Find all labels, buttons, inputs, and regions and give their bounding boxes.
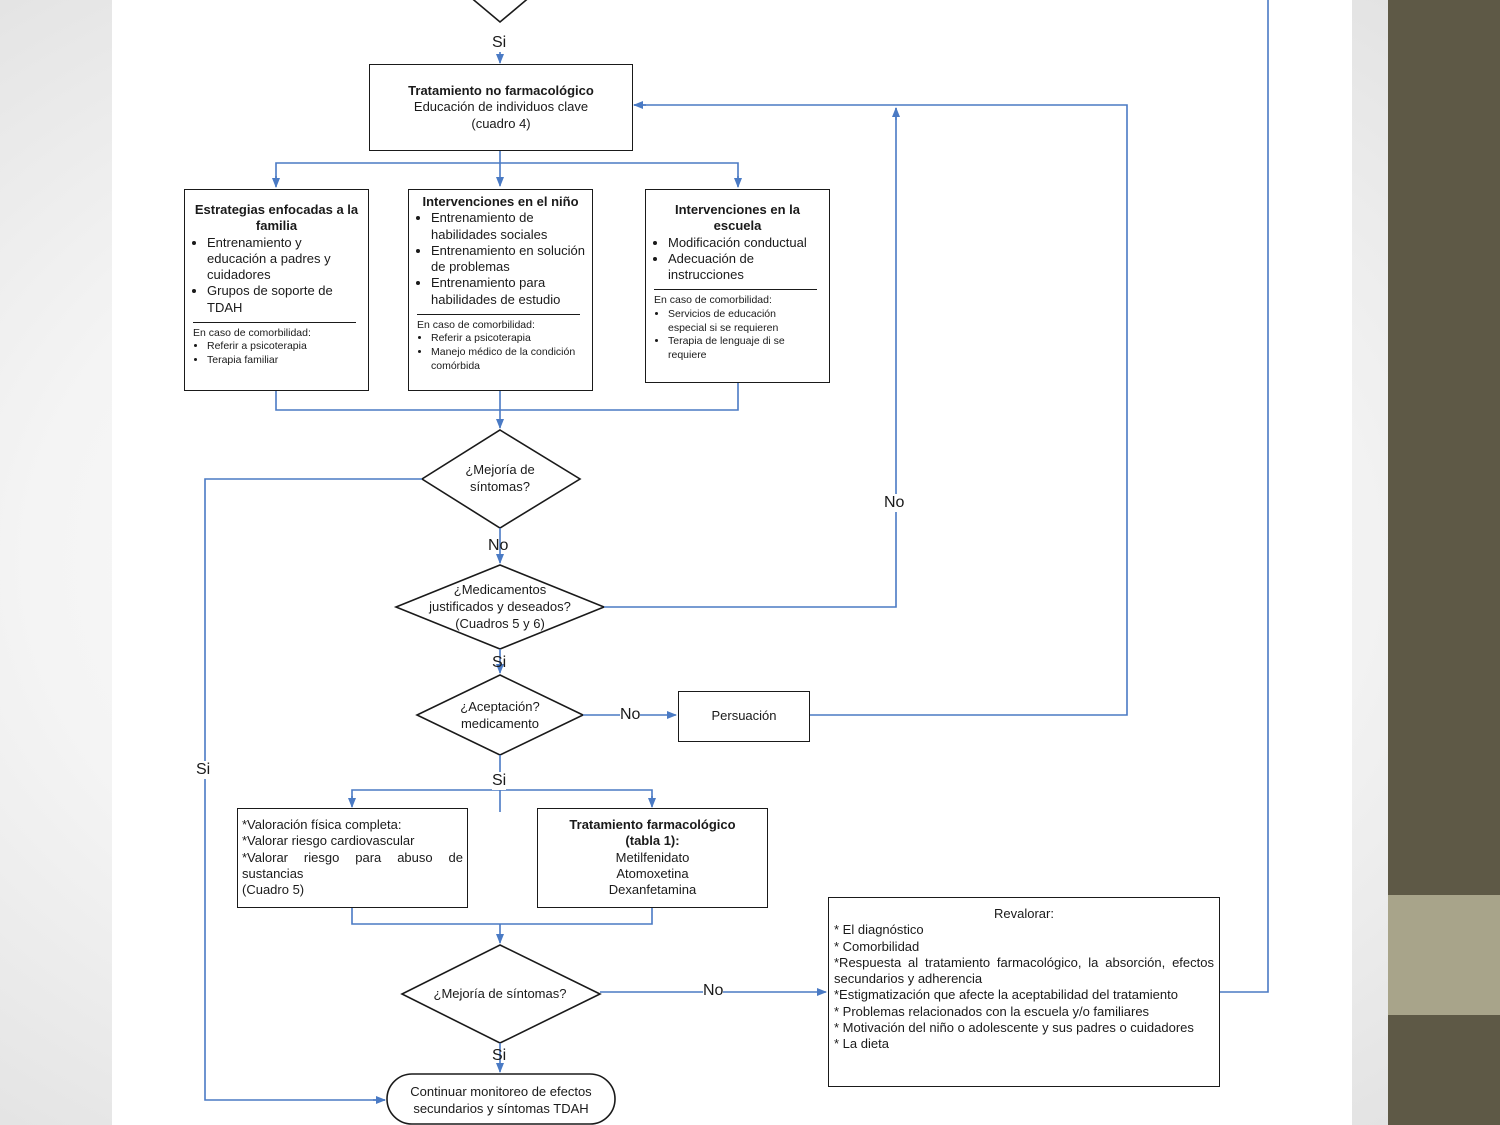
reevaluate-item: *Respuesta al tratamiento farmacológico,… xyxy=(834,954,1214,986)
child-comorbidity-heading: En caso de comorbilidad: xyxy=(417,318,535,331)
nonpharm-title: Tratamiento no farmacológico xyxy=(408,83,594,98)
decision-improvement-2-label: ¿Mejoría de síntomas? xyxy=(433,986,567,1001)
pharm-title2: (tabla 1): xyxy=(625,833,680,849)
reevaluate-item: * Problemas relacionados con la escuela … xyxy=(834,1003,1150,1019)
family-title: Estrategias enfocadas a la familia xyxy=(194,202,359,234)
family-item: Grupos de soporte de TDAH xyxy=(207,283,364,316)
decision-medication-line1: ¿Medicamentos xyxy=(453,582,547,597)
child-item: Entrenamiento en solución de problemas xyxy=(431,243,588,276)
child-comorbidity-item: Manejo médico de la condición comórbida xyxy=(431,346,580,373)
pharm-drug: Dexanfetamina xyxy=(608,882,697,897)
family-comorbidity: En caso de comorbilidad: Referir a psico… xyxy=(193,321,356,368)
continue-monitoring: Continuar monitoreo de efectos secundari… xyxy=(390,1084,612,1118)
label-no-improvement-1: No xyxy=(488,537,509,554)
school-item: Modificación conductual xyxy=(668,235,825,251)
child-comorbidity-item: Referir a psicoterapia xyxy=(431,332,580,346)
family-list: Entrenamiento y educación a padres y cui… xyxy=(189,235,364,316)
decision-medication-line3: (Cuadros 5 y 6) xyxy=(455,615,545,631)
label-si-accept: Si xyxy=(492,772,507,790)
decor-band-light xyxy=(1388,895,1500,1015)
reevaluate-heading: Revalorar: xyxy=(994,906,1054,921)
reevaluate-box: Revalorar: * El diagnóstico * Comorbilid… xyxy=(828,897,1220,1087)
assessment-box: *Valoración física completa: *Valorar ri… xyxy=(237,808,468,908)
school-list: Modificación conductual Adecuación de in… xyxy=(650,235,825,284)
child-comorbidity: En caso de comorbilidad: Referir a psico… xyxy=(417,313,580,374)
decor-band-dark xyxy=(1388,0,1500,895)
child-title: Intervenciones en el niño xyxy=(422,194,579,209)
assessment-line1: *Valoración física completa: xyxy=(242,817,402,832)
continue-line1: Continuar monitoreo de efectos xyxy=(410,1084,592,1099)
decision-top-partial xyxy=(472,0,528,24)
school-interventions-box: Intervenciones en la escuela Modificació… xyxy=(645,189,830,383)
label-no-accept: No xyxy=(620,706,641,724)
nonpharm-line2: (cuadro 4) xyxy=(471,115,531,131)
decision-improvement-1-line2: síntomas? xyxy=(470,478,530,494)
nonpharm-line1: Educación de individuos clave xyxy=(413,99,589,115)
continue-shape xyxy=(386,1073,616,1125)
decision-acceptance-line2: medicamento xyxy=(460,715,540,731)
school-item: Adecuación de instrucciones xyxy=(668,251,825,284)
school-comorbidity-item: Servicios de educación especial si se re… xyxy=(668,308,817,335)
decision-medication-line2: justificados y deseados? xyxy=(429,598,571,614)
label-si-top: Si xyxy=(492,34,507,51)
assessment-line2: *Valorar riesgo cardiovascular xyxy=(242,833,415,849)
decision-improvement-1-line1: ¿Mejoría de xyxy=(465,462,535,477)
family-comorbidity-item: Terapia familiar xyxy=(207,354,356,368)
family-item: Entrenamiento y educación a padres y cui… xyxy=(207,235,364,284)
child-list: Entrenamiento de habilidades sociales En… xyxy=(413,210,588,308)
reevaluate-item: * La dieta xyxy=(834,1036,889,1051)
school-comorbidity-heading: En caso de comorbilidad: xyxy=(654,294,772,307)
assessment-line4: (Cuadro 5) xyxy=(242,882,305,897)
reevaluate-item: * Comorbilidad xyxy=(834,938,920,954)
decor-band-dark-bottom xyxy=(1388,1015,1500,1125)
school-title: Intervenciones en la escuela xyxy=(675,202,800,234)
continue-line2: secundarios y síntomas TDAH xyxy=(413,1100,589,1116)
child-interventions-box: Intervenciones en el niño Entrenamiento … xyxy=(408,189,593,391)
decision-acceptance-line1: ¿Aceptación? xyxy=(460,699,540,714)
decision-acceptance: ¿Aceptación? medicamento xyxy=(440,699,560,733)
label-si-left: Si xyxy=(196,761,211,779)
decision-improvement-2: ¿Mejoría de síntomas? xyxy=(415,986,585,1003)
reevaluate-item: * Motivación del niño o adolescente y su… xyxy=(834,1019,1194,1035)
school-comorbidity: En caso de comorbilidad: Servicios de ed… xyxy=(654,289,817,362)
decision-medication: ¿Medicamentos justificados y deseados? (… xyxy=(410,582,590,633)
persuasion-label: Persuación xyxy=(711,708,777,723)
family-strategies-box: Estrategias enfocadas a la familia Entre… xyxy=(184,189,369,391)
persuasion-box: Persuación xyxy=(678,691,810,742)
reevaluate-item: *Estigmatización que afecte la aceptabil… xyxy=(834,987,1178,1003)
label-si-meds: Si xyxy=(492,654,507,671)
family-comorbidity-item: Referir a psicoterapia xyxy=(207,340,356,354)
nonpharm-treatment-box: Tratamiento no farmacológico Educación d… xyxy=(369,64,633,151)
pharm-drug: Atomoxetina xyxy=(616,865,689,881)
child-item: Entrenamiento para habilidades de estudi… xyxy=(431,275,588,308)
pharm-treatment-box: Tratamiento farmacológico (tabla 1): Met… xyxy=(537,808,768,908)
assessment-line3: *Valorar riesgo para abuso de sustancias xyxy=(242,849,463,881)
label-si-improvement-2: Si xyxy=(492,1047,507,1064)
decision-improvement-1: ¿Mejoría de síntomas? xyxy=(440,462,560,496)
label-no-meds-back: No xyxy=(884,494,905,512)
label-no-improvement-2: No xyxy=(703,982,724,1000)
child-item: Entrenamiento de habilidades sociales xyxy=(431,210,588,243)
pharm-drug: Metilfenidato xyxy=(615,849,690,865)
school-comorbidity-item: Terapia de lenguaje di se requiere xyxy=(668,335,817,362)
pharm-title: Tratamiento farmacológico xyxy=(569,817,736,832)
family-comorbidity-heading: En caso de comorbilidad: xyxy=(193,326,311,339)
reevaluate-item: * El diagnóstico xyxy=(834,922,924,938)
